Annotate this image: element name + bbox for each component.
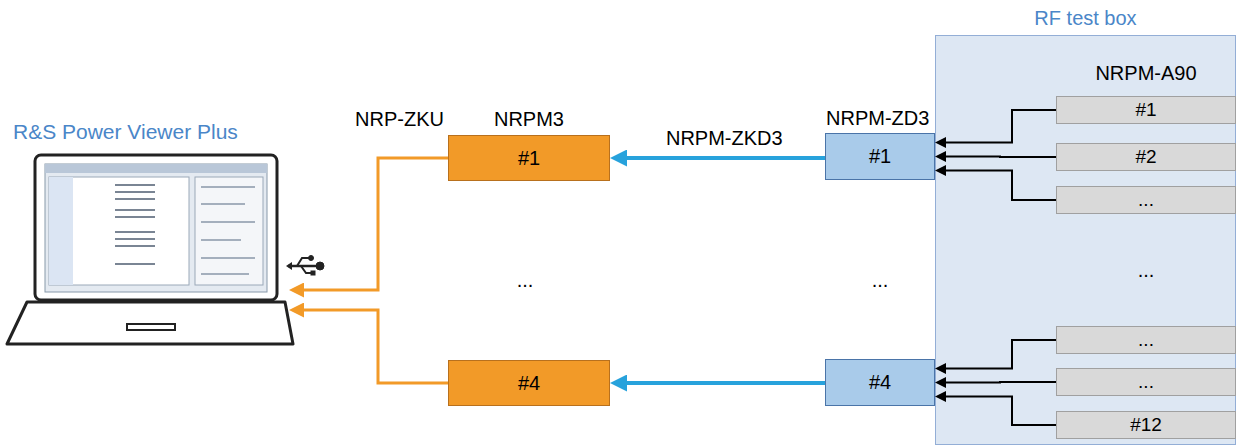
app-controls bbox=[201, 187, 255, 274]
ellipsis-label: ... bbox=[1138, 259, 1155, 282]
usb-tip bbox=[286, 262, 292, 270]
distribution-box: #4 bbox=[825, 359, 935, 406]
sensor-cable bbox=[624, 381, 825, 385]
node-label: ... bbox=[1138, 371, 1154, 393]
app-list-column bbox=[49, 177, 73, 285]
app-titlebar bbox=[45, 164, 267, 173]
usb-branch-end bbox=[309, 256, 314, 261]
usb-stem bbox=[288, 265, 318, 268]
node-label: #1 bbox=[518, 147, 540, 170]
laptop-touchpad bbox=[127, 324, 175, 330]
ellipsis-label: ... bbox=[517, 269, 534, 292]
node-heading: R&S Power Viewer Plus bbox=[13, 120, 238, 144]
sensor-module: ... bbox=[1056, 326, 1236, 354]
node-label: #1 bbox=[1135, 99, 1156, 121]
node-heading: RF test box bbox=[936, 7, 1235, 30]
sensor-module: ... bbox=[1056, 186, 1236, 214]
test-box-panel: RF test boxNRPM-A90#1#2.........#12 bbox=[935, 35, 1236, 445]
laptop-base bbox=[7, 302, 293, 344]
sensor-module: ... bbox=[1056, 368, 1236, 396]
node-label: #4 bbox=[869, 371, 891, 394]
usb-dot bbox=[316, 262, 324, 270]
laptop-screen bbox=[45, 164, 267, 292]
distribution-box: NRPM-ZD3#1 bbox=[825, 133, 935, 180]
sensor-module: #1 bbox=[1056, 96, 1236, 124]
usb-branch bbox=[297, 258, 310, 266]
sensor-module: #2 bbox=[1056, 143, 1236, 171]
node-heading: NRPM-ZD3 bbox=[826, 107, 929, 130]
node-label: #4 bbox=[518, 372, 540, 395]
usb-cable bbox=[301, 310, 448, 383]
sensor-module: #12 bbox=[1056, 411, 1236, 439]
power-sensor-box: #4 bbox=[448, 360, 610, 406]
laptop-outline bbox=[5, 152, 295, 350]
usb-branch bbox=[301, 266, 312, 273]
cable-label: NRP-ZKU bbox=[355, 108, 444, 131]
usb-branch-end bbox=[311, 271, 315, 275]
power-sensor-box: NRPM3#1 bbox=[448, 135, 610, 181]
laptop-screen-frame bbox=[35, 155, 277, 300]
rf-connection bbox=[944, 381, 1056, 384]
node-label: #2 bbox=[1135, 146, 1156, 168]
rf-connection bbox=[944, 156, 1056, 159]
node-label: ... bbox=[1138, 189, 1154, 211]
app-side-panel bbox=[195, 177, 263, 285]
ellipsis-label: ... bbox=[872, 269, 889, 292]
usb-cable bbox=[301, 158, 448, 290]
rf-connection bbox=[944, 397, 1056, 426]
laptop-pc: R&S Power Viewer Plus bbox=[5, 152, 295, 350]
rf-connection bbox=[944, 171, 1056, 201]
node-label: #12 bbox=[1130, 414, 1162, 436]
cable-label: NRPM-ZKD3 bbox=[666, 127, 783, 150]
app-list bbox=[49, 177, 189, 285]
node-heading: NRPM-A90 bbox=[1056, 62, 1236, 85]
rf-connection bbox=[944, 110, 1056, 143]
app-readings bbox=[115, 185, 155, 264]
node-label: #1 bbox=[869, 145, 891, 168]
usb-symbol bbox=[286, 256, 324, 276]
node-label: ... bbox=[1138, 329, 1154, 351]
node-heading: NRPM3 bbox=[449, 108, 609, 131]
rf-connection bbox=[944, 340, 1056, 369]
sensor-cable bbox=[624, 156, 825, 160]
